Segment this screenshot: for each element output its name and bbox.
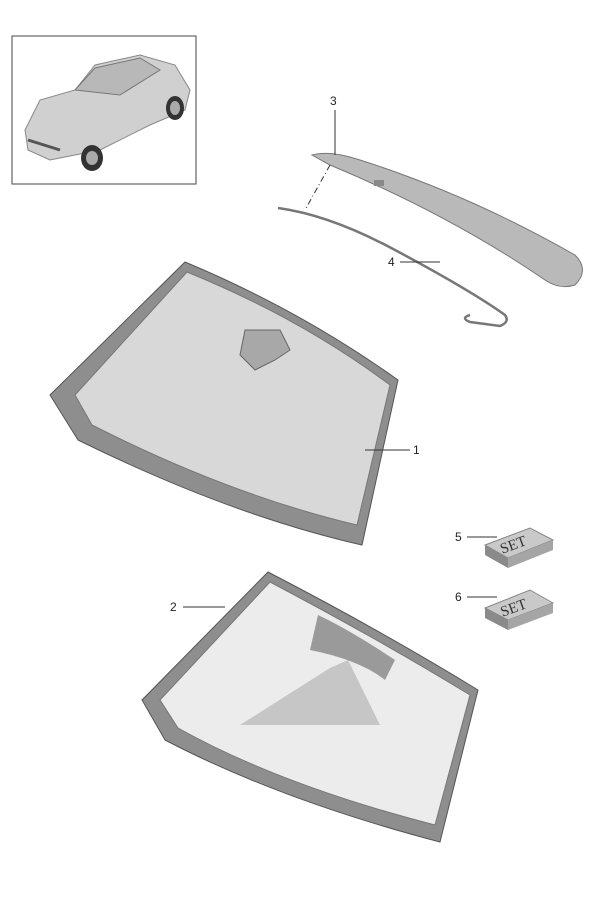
part-6-set[interactable]: SET: [483, 589, 555, 630]
part-3-rear-window[interactable]: [310, 152, 583, 288]
part-1-windscreen[interactable]: [49, 261, 399, 546]
vehicle-thumbnail[interactable]: [11, 35, 197, 185]
callout-4[interactable]: 4: [388, 255, 395, 269]
callout-2[interactable]: 2: [170, 600, 177, 614]
callout-1[interactable]: 1: [413, 443, 420, 457]
part-4-seal[interactable]: [277, 206, 508, 328]
callout-6[interactable]: 6: [455, 590, 462, 604]
leader-3-dash: [304, 164, 331, 211]
callout-3[interactable]: 3: [330, 94, 337, 108]
part-2-windscreen[interactable]: [141, 571, 479, 843]
part-5-set[interactable]: SET: [483, 527, 555, 568]
callout-5[interactable]: 5: [455, 530, 462, 544]
